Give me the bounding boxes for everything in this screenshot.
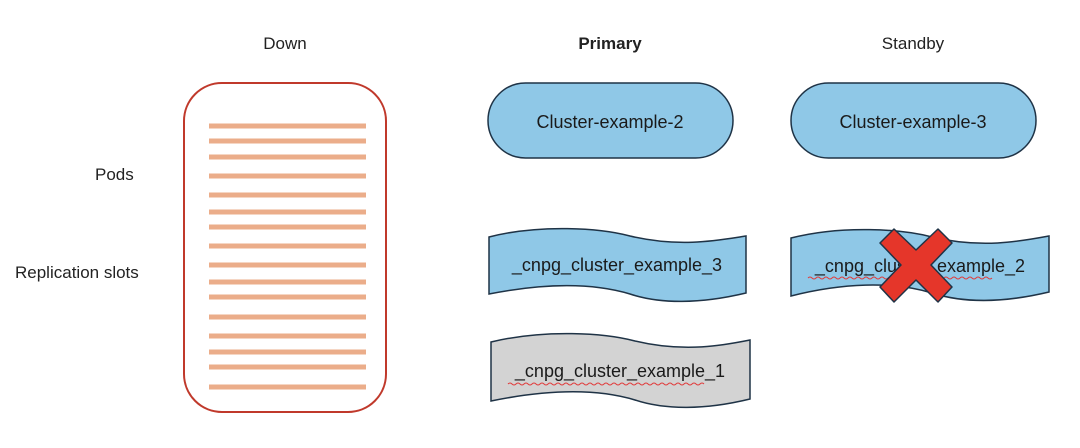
down-stripe <box>209 123 366 129</box>
primary-pod-label: Cluster-example-2 <box>536 112 683 132</box>
primary-slot-inactive[interactable]: _cnpg_cluster_example_1 <box>490 332 751 409</box>
down-node <box>183 82 387 413</box>
primary-slot-active-shape <box>488 227 747 303</box>
row-label-pods: Pods <box>95 165 134 184</box>
down-stripe <box>209 314 366 320</box>
down-stripe <box>209 224 366 230</box>
cross-icon <box>879 228 953 303</box>
down-stripe <box>209 384 366 390</box>
down-stripe <box>209 333 366 339</box>
primary-slot-inactive-label: _cnpg_cluster_example_1 <box>514 361 725 382</box>
down-stripe <box>209 173 366 179</box>
down-stripe <box>209 279 366 285</box>
standby-pod[interactable]: Cluster-example-3 <box>790 82 1037 159</box>
row-label-replication-slots: Replication slots <box>15 263 139 282</box>
column-header-primary: Primary <box>578 34 642 53</box>
spellcheck-underline <box>507 382 705 386</box>
primary-slot-inactive-shape <box>490 332 751 409</box>
down-stripe <box>209 243 366 249</box>
down-stripe <box>209 209 366 215</box>
standby-pod-label: Cluster-example-3 <box>839 112 986 132</box>
primary-pod-shape <box>487 82 734 159</box>
standby-slot-removed[interactable]: _cnpg_cluster_example_2 <box>790 228 1050 303</box>
down-stripe <box>209 262 366 268</box>
down-stripe <box>209 294 366 300</box>
down-node-stripes <box>209 123 366 390</box>
down-stripe <box>209 192 366 198</box>
down-stripe <box>209 364 366 370</box>
primary-pod[interactable]: Cluster-example-2 <box>487 82 734 159</box>
primary-slot-active[interactable]: _cnpg_cluster_example_3 <box>488 227 747 303</box>
standby-pod-shape <box>790 82 1037 159</box>
primary-slot-active-label: _cnpg_cluster_example_3 <box>511 255 722 276</box>
down-stripe <box>209 138 366 144</box>
column-header-standby: Standby <box>881 34 945 53</box>
down-stripe <box>209 349 366 355</box>
down-stripe <box>209 154 366 160</box>
column-header-down: Down <box>263 34 307 53</box>
